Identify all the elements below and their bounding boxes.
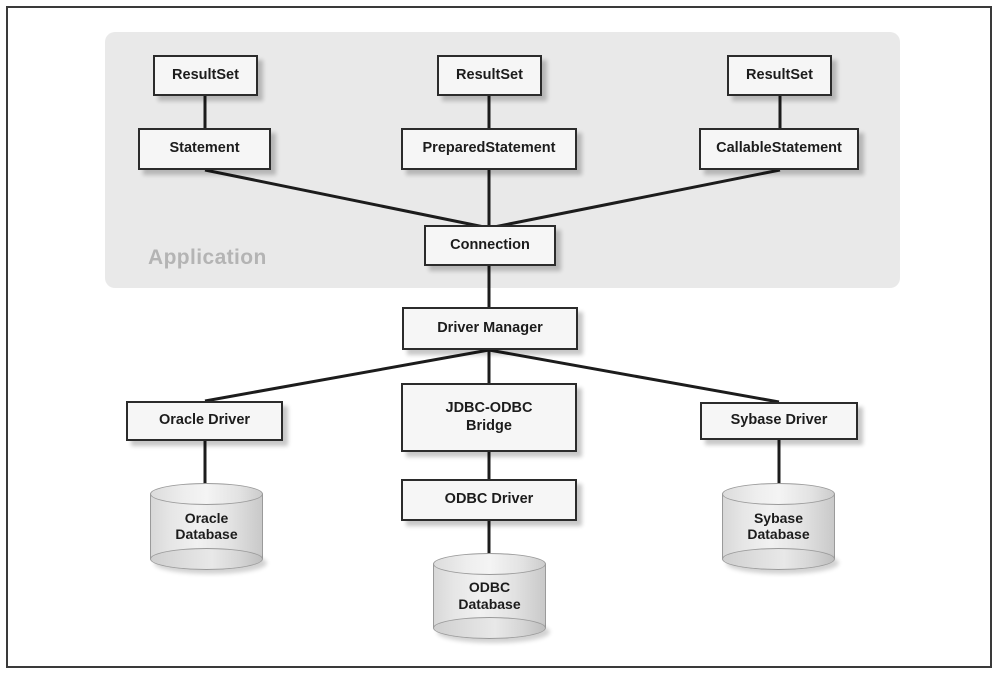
cylinder-top [150,483,263,505]
cylinder-top [433,553,546,575]
node-sybase-driver[interactable]: Sybase Driver [700,402,858,440]
node-connection[interactable]: Connection [424,225,556,266]
node-result-set-right[interactable]: ResultSet [727,55,832,96]
node-callable-statement[interactable]: CallableStatement [699,128,859,170]
cylinder-top [722,483,835,505]
cylinder-bottom [150,548,263,570]
node-label: ResultSet [456,66,523,83]
node-statement[interactable]: Statement [138,128,271,170]
node-label: PreparedStatement [422,140,556,157]
node-label: ODBC Driver [444,491,534,508]
node-label: JDBC-ODBC Bridge [445,400,533,434]
database-label: Oracle Database [175,509,238,543]
database-label: Sybase Database [747,509,810,543]
node-odbc-driver[interactable]: ODBC Driver [401,479,577,521]
node-label: Sybase Driver [730,412,828,429]
node-label: Driver Manager [437,319,543,336]
database-sybase[interactable]: Sybase Database [722,483,835,570]
node-label: Statement [169,140,240,157]
node-label: Oracle Driver [158,412,251,429]
cylinder-bottom [433,617,546,639]
database-odbc[interactable]: ODBC Database [433,553,546,639]
cylinder-bottom [722,548,835,570]
database-label: ODBC Database [458,579,521,612]
node-label: ResultSet [746,66,813,83]
node-jdbc-odbc-bridge[interactable]: JDBC-ODBC Bridge [401,383,577,452]
node-label: ResultSet [172,66,239,83]
application-panel-label: Application [148,246,267,269]
node-result-set-left[interactable]: ResultSet [153,55,258,96]
database-oracle[interactable]: Oracle Database [150,483,263,570]
node-driver-manager[interactable]: Driver Manager [402,307,578,350]
node-label: CallableStatement [716,140,842,157]
node-result-set-center[interactable]: ResultSet [437,55,542,96]
node-oracle-driver[interactable]: Oracle Driver [126,401,283,441]
node-prepared-statement[interactable]: PreparedStatement [401,128,577,170]
node-label: Connection [450,236,530,253]
